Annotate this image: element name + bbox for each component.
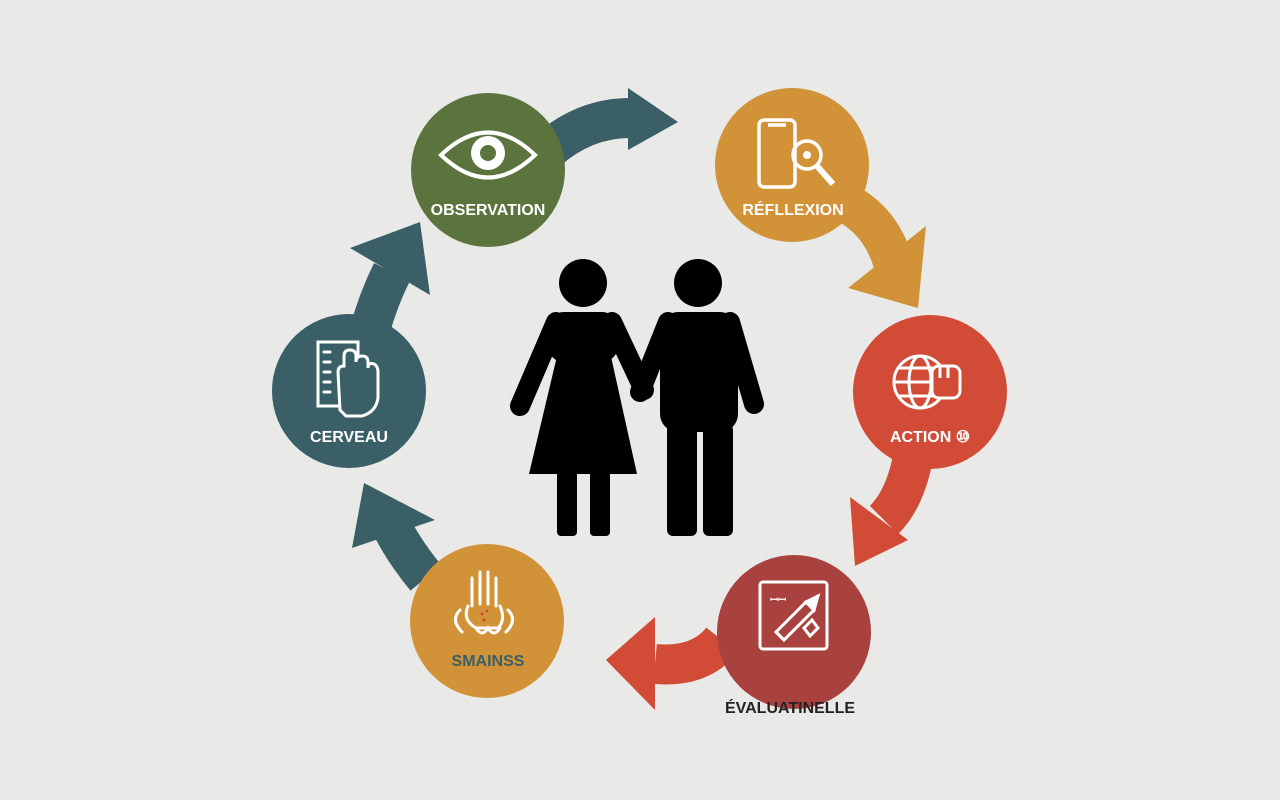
phone-magnifier-icon [757,118,836,189]
eye-icon [438,130,538,180]
stage-reflexion-label: RÉFLLEXION [742,200,843,219]
framed-pencil-icon: ꟷꟷ [758,580,829,651]
stage-cerveau: CERVEAU [272,314,426,468]
couple-holding-hands-icon [510,259,764,536]
arrow-observation-to-reflexion [534,88,678,166]
raised-hands-icon [454,570,514,635]
man-figure-icon [630,259,764,536]
globe-fist-icon [892,354,962,410]
stage-observation-label: OBSERVATION [431,202,546,219]
woman-figure-icon [510,259,654,536]
arrow-evaluation-to-smainss [606,617,738,710]
arrow-action-to-evaluation [850,457,932,566]
stage-evaluation: ꟷꟷ ÉVALUATINELLE [717,555,871,717]
stage-smainss: SMAINSS [410,544,564,698]
stage-action: ACTION ⑩ [853,315,1007,469]
arrow-smainss-to-cerveau [352,483,442,591]
stage-evaluation-label: ÉVALUATINELLE [725,698,855,717]
arrow-reflexion-to-action [831,181,926,308]
hand-on-board-icon [316,340,380,418]
stage-smainss-label: SMAINSS [452,653,525,670]
arrow-cerveau-to-observation [350,222,430,336]
stage-reflexion: RÉFLLEXION [715,88,869,242]
stage-cerveau-label: CERVEAU [310,429,388,446]
svg-text:ꟷꟷ: ꟷꟷ [770,595,786,606]
stage-action-label: ACTION ⑩ [890,429,970,446]
stage-observation: OBSERVATION [411,93,565,247]
